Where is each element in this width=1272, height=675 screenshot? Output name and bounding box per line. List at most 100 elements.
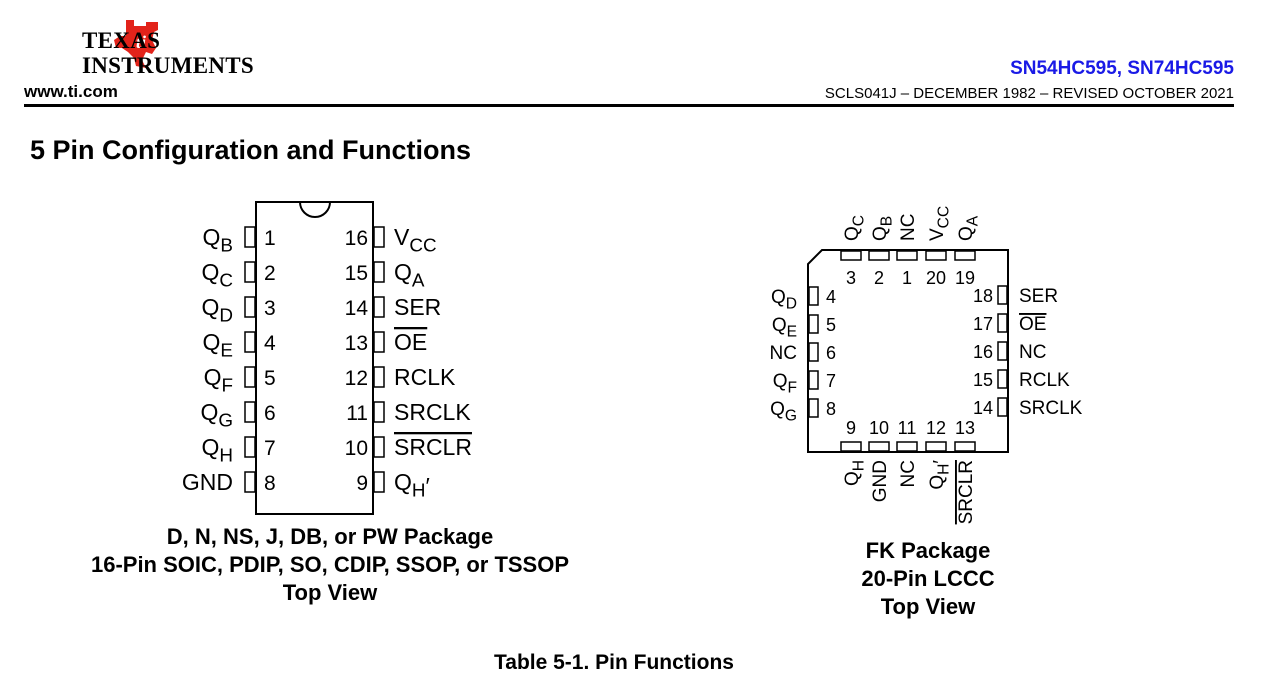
dip-pin-number: 9 — [356, 472, 368, 495]
fk-pin-number: 9 — [846, 418, 856, 438]
fk-pin-number: 20 — [926, 268, 946, 288]
fk-pin-number: 1 — [902, 268, 912, 288]
fk-pin-11 — [896, 441, 918, 452]
fk-pin-label: QG — [770, 399, 797, 424]
fk-pin-8 — [808, 398, 819, 418]
fk-pin-label: NC — [1019, 342, 1046, 363]
fk-pin-number: 5 — [826, 315, 836, 335]
dip-pin-number: 16 — [345, 227, 368, 250]
fk-pin-6 — [808, 342, 819, 362]
fk-pin-label: NC — [898, 214, 919, 241]
fk-pin-number: 17 — [973, 314, 993, 334]
dip-pin-7 — [244, 436, 256, 458]
fk-pin-16 — [997, 341, 1008, 361]
fk-pin-number: 8 — [826, 399, 836, 419]
part-numbers[interactable]: SN54HC595, SN74HC595 — [1010, 58, 1234, 79]
dip-pin-number: 12 — [345, 367, 368, 390]
dip-body — [255, 201, 374, 515]
dip-pin-number: 14 — [345, 297, 369, 320]
fk-pin-label: QF — [773, 371, 797, 396]
fk-pin-1 — [896, 250, 918, 261]
fk-pin-number: 2 — [874, 268, 884, 288]
fk-pin-label: GND — [870, 460, 891, 502]
dip-caption-line1: D, N, NS, J, DB, or PW Package — [166, 524, 494, 549]
dip-pin-label: VCC — [394, 224, 437, 255]
fk-pin-10 — [868, 441, 890, 452]
dip-caption-line3: Top View — [282, 580, 378, 605]
dip-pin-4 — [244, 331, 256, 353]
dip-pin-10 — [373, 436, 385, 458]
dip-pin-label: GND — [182, 469, 233, 495]
dip-pin-label: QH — [201, 434, 233, 465]
dip-pin-label: QE — [203, 329, 233, 360]
fk-pin-number: 4 — [826, 287, 836, 307]
fk-pin-12 — [925, 441, 947, 452]
dip-pin-12 — [373, 366, 385, 388]
fk-caption-line3: Top View — [880, 594, 976, 619]
brand-name: Texas Instruments — [82, 28, 254, 78]
fk-pin-17 — [997, 313, 1008, 333]
fk-caption: FK Package 20-Pin LCCC Top View — [778, 537, 1078, 621]
dip-pin-label: QG — [200, 399, 233, 430]
fk-pin-number: 10 — [869, 418, 889, 438]
fk-pin-label: SRCLR — [956, 460, 977, 524]
section-title: 5 Pin Configuration and Functions — [30, 135, 471, 165]
dip-pin-11 — [373, 401, 385, 423]
fk-pin-20 — [925, 250, 947, 261]
fk-pin-2 — [868, 250, 890, 261]
fk-pin-number: 16 — [973, 342, 993, 362]
dip-pin-2 — [244, 261, 256, 283]
fk-pin-label: QH′ — [927, 460, 952, 490]
dip-pin-label: SER — [394, 294, 441, 320]
fk-pin-label: NC — [898, 460, 919, 487]
ti-logo-icon — [114, 20, 158, 68]
fk-pin-number: 6 — [826, 343, 836, 363]
dip-pin-3 — [244, 296, 256, 318]
fk-pin-3 — [840, 250, 862, 261]
dip-pin-5 — [244, 366, 256, 388]
dip-pin-label: SRCLK — [394, 399, 471, 425]
fk-body — [807, 249, 1009, 453]
fk-pin-label: QH — [842, 460, 867, 486]
brand-line2: Instruments — [82, 53, 255, 78]
fk-caption-line1: FK Package — [865, 538, 991, 563]
dip-pin-9 — [373, 471, 385, 493]
fk-pin-label: NC — [770, 343, 797, 364]
fk-pin-label: SER — [1019, 286, 1058, 307]
doc-revision-line: SCLS041J – DECEMBER 1982 – REVISED OCTOB… — [824, 85, 1234, 102]
fk-pin-15 — [997, 369, 1008, 389]
dip-pin-label: OE — [394, 329, 427, 355]
dip-pin-number: 10 — [345, 437, 368, 460]
dip-pin-number: 8 — [264, 472, 276, 495]
dip-pin-8 — [244, 471, 256, 493]
dip-pin-number: 3 — [264, 297, 276, 320]
fk-pin-label: SRCLK — [1019, 398, 1083, 419]
fk-pin-19 — [954, 250, 976, 261]
fk-pin-number: 15 — [973, 370, 993, 390]
dip-pin-16 — [373, 226, 385, 248]
dip-pin-label: SRCLR — [394, 434, 472, 460]
dip-pin-number: 4 — [264, 332, 276, 355]
fk-pin-label: QB — [870, 216, 895, 241]
fk-pin-number: 14 — [973, 398, 993, 418]
dip-pin-label: RCLK — [394, 364, 456, 390]
dip-pin-number: 5 — [264, 367, 276, 390]
fk-pin-9 — [840, 441, 862, 452]
fk-pin-label: QD — [771, 287, 797, 312]
dip-caption-line2: 16-Pin SOIC, PDIP, SO, CDIP, SSOP, or TS… — [90, 552, 570, 577]
fk-pin-number: 18 — [973, 286, 993, 306]
fk-pin-number: 12 — [926, 418, 946, 438]
fk-pin-number: 19 — [955, 268, 975, 288]
fk-pin-14 — [997, 397, 1008, 417]
fk-pin-4 — [808, 286, 819, 306]
dip-pin-number: 1 — [264, 227, 276, 250]
website-link[interactable]: www.ti.com — [24, 82, 118, 101]
fk-pin-18 — [997, 285, 1008, 305]
dip-pin-number: 13 — [345, 332, 368, 355]
dip-pin-number: 6 — [264, 402, 276, 425]
fk-pin-number: 11 — [898, 418, 917, 438]
fk-pin-label: QA — [956, 215, 981, 241]
fk-pin-label: OE — [1019, 314, 1046, 335]
